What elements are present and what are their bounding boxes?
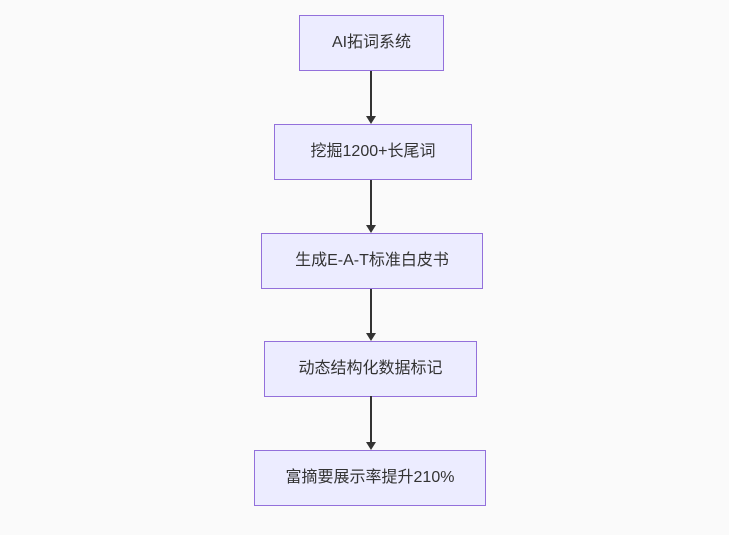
flowchart-node-rich-snippet-result: 富摘要展示率提升210% bbox=[254, 450, 486, 506]
node-label: 挖掘1200+长尾词 bbox=[310, 143, 436, 160]
flowchart-node-longtail-keywords: 挖掘1200+长尾词 bbox=[274, 124, 472, 180]
node-label: 生成E-A-T标准白皮书 bbox=[295, 252, 449, 269]
flow-arrow-3 bbox=[366, 289, 376, 341]
arrow-line bbox=[370, 180, 372, 226]
node-label: AI拓词系统 bbox=[331, 34, 412, 51]
arrowhead-down-icon bbox=[366, 333, 376, 341]
flow-arrow-2 bbox=[366, 180, 376, 233]
flowchart-node-ai-system: AI拓词系统 bbox=[299, 15, 444, 71]
flow-arrow-4 bbox=[366, 396, 376, 450]
flowchart-node-eat-whitepaper: 生成E-A-T标准白皮书 bbox=[261, 233, 483, 289]
node-label: 富摘要展示率提升210% bbox=[285, 469, 455, 486]
arrowhead-down-icon bbox=[366, 442, 376, 450]
node-label: 动态结构化数据标记 bbox=[298, 360, 443, 377]
arrowhead-down-icon bbox=[366, 225, 376, 233]
arrow-line bbox=[370, 396, 372, 443]
flowchart-node-structured-data: 动态结构化数据标记 bbox=[264, 341, 477, 397]
arrow-line bbox=[370, 289, 372, 334]
arrow-line bbox=[370, 71, 372, 117]
arrowhead-down-icon bbox=[366, 116, 376, 124]
flow-arrow-1 bbox=[366, 71, 376, 124]
